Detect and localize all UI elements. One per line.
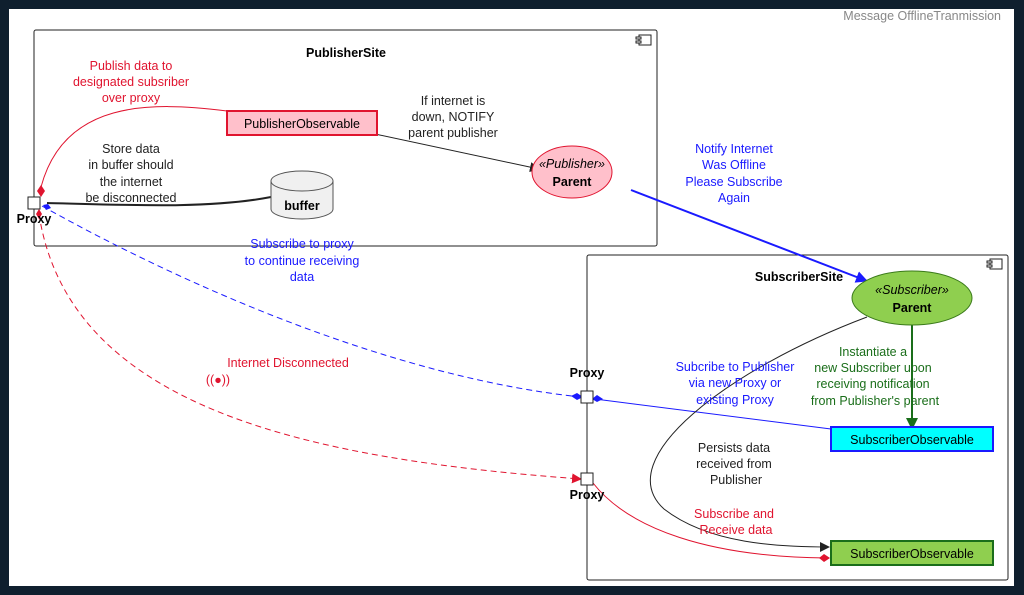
- label-line: Was Offline: [702, 158, 766, 172]
- label-line: designated subsriber: [73, 75, 189, 89]
- label-line: received from: [696, 457, 772, 471]
- edge-internet-disconnected: [38, 213, 582, 484]
- red-diamond: [819, 554, 830, 562]
- subscriber-stereotype: «Subscriber»: [875, 283, 949, 297]
- label-line: Subscribe to proxy: [250, 237, 354, 251]
- label-line: Again: [718, 191, 750, 205]
- component-icon: [986, 258, 1003, 270]
- label-publish-data: Publish data to designated subsriber ove…: [73, 59, 189, 105]
- diagram-svg: Message OfflineTranmission PublisherSite…: [17, 9, 1009, 581]
- edge-subscribe-new-proxy: [594, 398, 832, 430]
- label-line: Subscribe and: [694, 507, 774, 521]
- label-line: data: [290, 270, 314, 284]
- label-subscribe-receive: Subscribe and Receive data: [694, 507, 774, 537]
- publisher-parent-name: Parent: [553, 175, 593, 189]
- label-store-data: Store data in buffer should the internet…: [85, 142, 176, 205]
- subscriber-observable-top-node[interactable]: SubscriberObservable: [830, 426, 994, 452]
- diagram-title: Message OfflineTranmission: [843, 9, 1001, 23]
- label-persists: Persists data received from Publisher: [696, 441, 772, 487]
- subscriber-proxy-bottom-port[interactable]: Proxy: [570, 472, 605, 502]
- subscriber-observable-bottom-node[interactable]: SubscriberObservable: [830, 540, 994, 566]
- label-line: the internet: [100, 175, 163, 189]
- label-internet-disconnected: Internet Disconnected: [227, 356, 349, 370]
- label-line: existing Proxy: [696, 393, 775, 407]
- label-line: Please Subscribe: [685, 175, 782, 189]
- edge-store-buffer: [46, 196, 272, 207]
- label-line: Subcribe to Publisher: [676, 360, 795, 374]
- label-subscribe-to-proxy: Subscribe to proxy to continue receiving…: [245, 237, 360, 284]
- label-line: Store data: [102, 142, 160, 156]
- publisher-site-box: PublisherSite: [33, 29, 658, 247]
- publisher-stereotype: «Publisher»: [539, 157, 605, 171]
- subscriber-parent-name: Parent: [893, 301, 933, 315]
- subscriber-observable-top-label: SubscriberObservable: [850, 433, 974, 447]
- buffer-label: buffer: [284, 199, 320, 213]
- subscriber-proxy-top-label: Proxy: [570, 366, 605, 380]
- publisher-observable-node[interactable]: PublisherObservable: [226, 110, 378, 136]
- label-line: in buffer should: [88, 158, 173, 172]
- disconnect-icon: ((●)): [206, 373, 230, 387]
- blue-diamond: [571, 393, 583, 400]
- blue-diamond: [43, 204, 51, 210]
- label-line: Receive data: [700, 523, 773, 537]
- subscriber-site-label: SubscriberSite: [755, 270, 843, 284]
- label-line: If internet is: [421, 94, 486, 108]
- label-notify-offline: Notify Internet Was Offline Please Subsc…: [685, 142, 782, 205]
- label-subscribe-new-proxy: Subcribe to Publisher via new Proxy or e…: [676, 360, 795, 407]
- subscriber-proxy-bottom-label: Proxy: [570, 488, 605, 502]
- subscriber-site-box: SubscriberSite: [586, 254, 1009, 581]
- label-line: Publish data to: [90, 59, 173, 73]
- edge-subscribe-to-proxy: [41, 205, 582, 398]
- edge-subscribe-receive: [592, 482, 828, 559]
- label-if-internet-down: If internet is down, NOTIFY parent publi…: [408, 94, 498, 140]
- label-line: to continue receiving: [245, 254, 360, 268]
- publisher-proxy-port[interactable]: Proxy: [17, 196, 52, 226]
- buffer-node[interactable]: buffer: [270, 170, 334, 220]
- label-line: Instantiate a: [839, 345, 907, 359]
- label-line: be disconnected: [85, 191, 176, 205]
- blue-diamond: [592, 395, 603, 402]
- subscriber-observable-bottom-label: SubscriberObservable: [850, 547, 974, 561]
- label-line: Notify Internet: [695, 142, 773, 156]
- red-diamond: [36, 209, 42, 219]
- publisher-parent-node[interactable]: «Publisher» Parent: [531, 145, 613, 199]
- subscriber-proxy-top-port[interactable]: Proxy: [570, 366, 605, 404]
- label-line: parent publisher: [408, 126, 498, 140]
- label-line: via new Proxy or: [689, 376, 781, 390]
- label-instantiate: Instantiate a new Subscriber upon receiv…: [811, 345, 940, 408]
- label-line: new Subscriber upon: [814, 361, 931, 375]
- label-line: Persists data: [698, 441, 770, 455]
- label-line: Publisher: [710, 473, 762, 487]
- label-line: down, NOTIFY: [412, 110, 495, 124]
- publisher-observable-label: PublisherObservable: [244, 117, 360, 131]
- label-line: over proxy: [102, 91, 161, 105]
- edge-publish-data: [40, 106, 228, 188]
- red-diamond: [37, 185, 45, 197]
- edge-persists-data: [650, 316, 868, 552]
- subscriber-parent-node[interactable]: «Subscriber» Parent: [851, 270, 973, 326]
- publisher-site-label: PublisherSite: [306, 46, 386, 60]
- diagram-canvas: Message OfflineTranmission PublisherSite…: [9, 9, 1014, 586]
- component-icon: [635, 34, 652, 46]
- edge-notify-offline: [630, 189, 868, 283]
- label-line: receiving notification: [816, 377, 929, 391]
- edge-notify-parent: [374, 133, 540, 173]
- label-line: from Publisher's parent: [811, 394, 940, 408]
- publisher-proxy-label: Proxy: [17, 212, 52, 226]
